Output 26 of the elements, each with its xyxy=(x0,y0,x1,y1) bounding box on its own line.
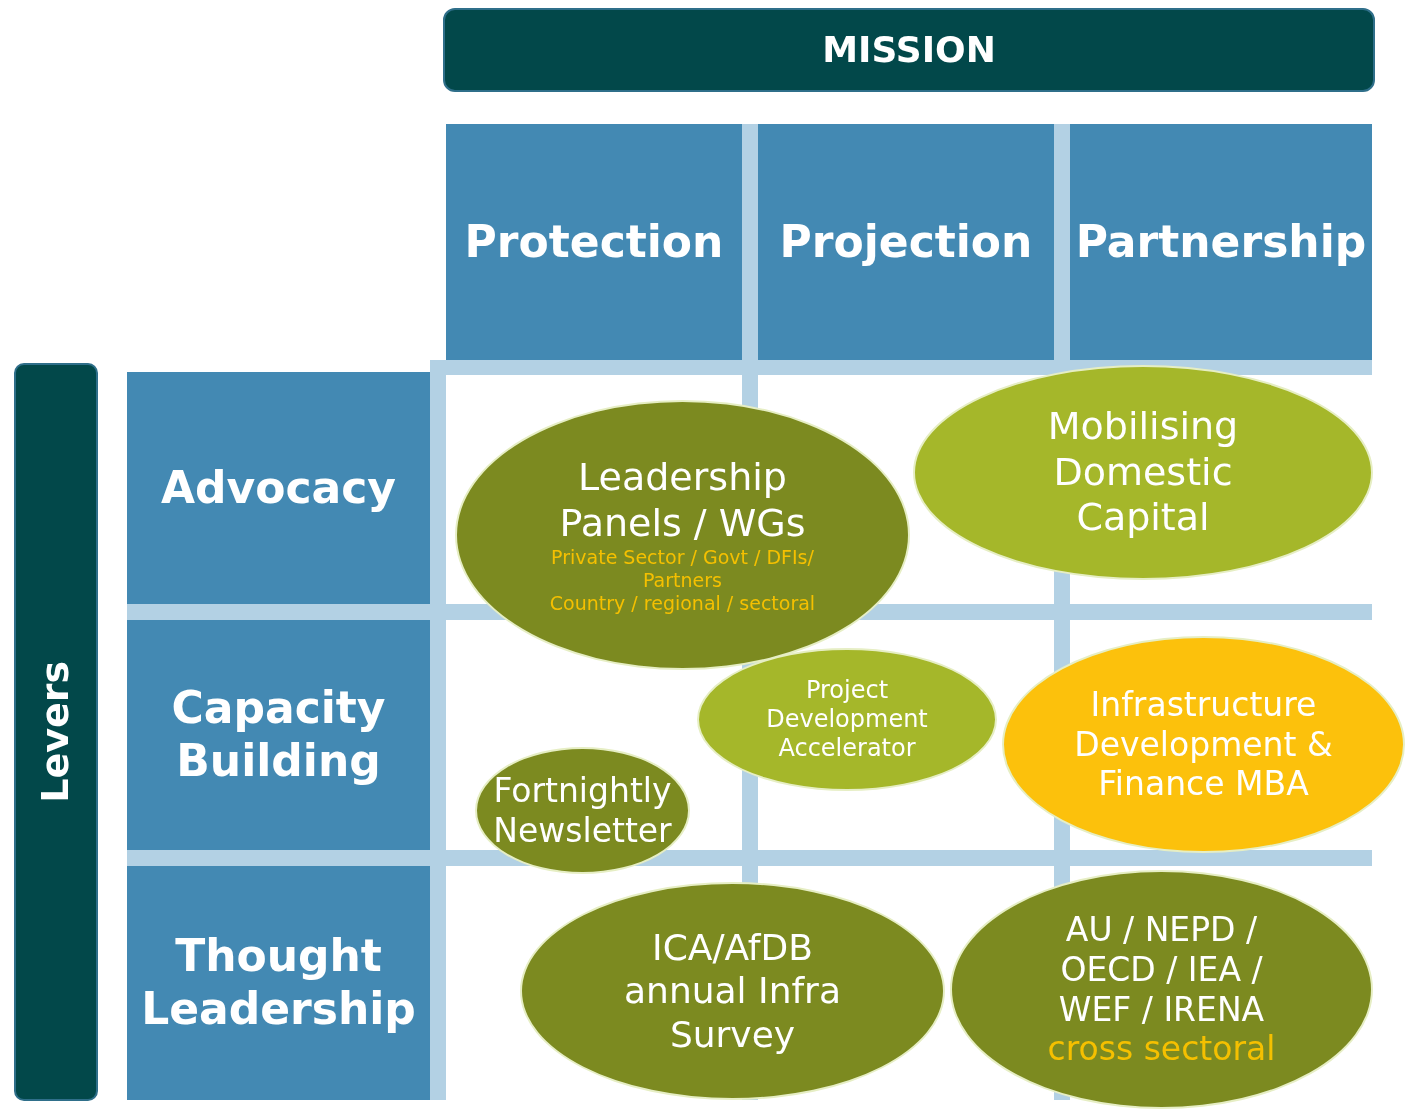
heading: Thought Leadership xyxy=(140,930,417,1036)
heading: Protection xyxy=(464,215,724,269)
heading: Partnership xyxy=(1075,215,1367,269)
ellipse-title: Infrastructure Development & Finance MBA xyxy=(1074,685,1333,804)
ellipse-subtext: Country / regional / sectoral xyxy=(549,592,816,615)
ellipse-title: Leadership Panels / WGs xyxy=(558,455,807,547)
ellipse-title: ICA/AfDB annual Infra Survey xyxy=(623,926,842,1056)
heading: Projection xyxy=(779,215,1033,269)
ellipse-subtext: Private Sector / Govt / DFIs/ Partners xyxy=(550,546,815,592)
column-header xyxy=(446,124,742,360)
row-header xyxy=(127,372,430,604)
row-header xyxy=(127,866,430,1100)
ellipse-title: Mobilising Domestic Capital xyxy=(1046,404,1240,541)
row-header xyxy=(127,620,430,850)
heading: Advocacy xyxy=(161,461,396,515)
heading: Capacity Building xyxy=(170,682,387,788)
column-header xyxy=(1070,124,1372,360)
column-header xyxy=(758,124,1054,360)
heading: MISSION xyxy=(822,28,996,72)
levers-banner xyxy=(14,363,98,1101)
heading: Levers xyxy=(33,661,79,803)
ellipse-title: AU / NEPD / OECD / IEA / WEF / IRENA xyxy=(1057,910,1266,1030)
mission-banner xyxy=(443,8,1375,92)
ellipse-subtext: cross sectoral xyxy=(1047,1029,1276,1069)
ellipse-title: Project Development Accelerator xyxy=(765,676,929,763)
ellipse-title: Fortnightly Newsletter xyxy=(492,770,673,851)
